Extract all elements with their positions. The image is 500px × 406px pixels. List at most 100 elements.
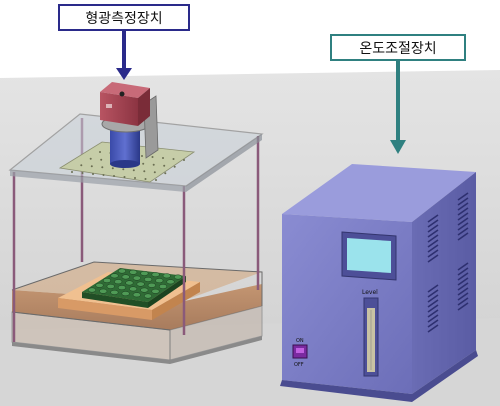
plate-well [95,282,104,288]
plate-well [143,293,153,299]
vent-slot [457,202,469,211]
vent-slot [457,292,469,301]
mount-hole [134,177,136,179]
plate-well [173,274,183,280]
power-switch [292,344,308,359]
plate-well [110,289,119,295]
fluorescence-apparatus [8,82,264,364]
camera [100,82,159,168]
mount-hole [89,157,92,160]
heating-block-front [58,298,152,320]
vent-slot [457,272,469,281]
vent-slot [457,302,469,311]
mount-hole [81,172,84,174]
heating-block-side [152,282,200,320]
mount-hole [132,169,135,172]
mount-hole [122,168,125,171]
vent-slot [457,297,469,306]
mount-hole [173,165,176,168]
plate-well [117,285,126,291]
plate-well [87,287,97,293]
unit-side [412,172,476,394]
mount-hole [172,158,175,160]
vent-slot [457,197,469,206]
mount-hole [123,176,126,178]
vent-slot [457,267,469,276]
vent-slot [427,234,439,243]
vent-slot [457,217,469,226]
vent-slot [427,304,439,313]
mount-hole [101,166,104,169]
mount-hole [99,151,101,153]
mount-hole [142,162,145,165]
tray-rim-front [11,311,171,331]
plate-well [140,287,149,293]
switch-on-label: ON [296,338,304,344]
mount-plate-holes [71,151,185,181]
tray-bottom-edge [12,336,262,364]
plate-well [132,292,141,298]
mount-hole [102,174,105,176]
plate-well [155,278,164,284]
mount-hole [92,173,94,175]
vent-slot [427,299,439,308]
mount-hole [111,167,114,170]
vent-slot [457,212,469,221]
vent-slot [457,227,469,236]
side-vents [427,192,469,333]
sample-plate [82,268,186,308]
plate-well [114,279,123,285]
vent-slot [427,309,439,318]
plate-well [140,270,149,276]
mount-hole [151,156,154,158]
mount-hole [155,179,157,181]
plate-well [110,273,119,279]
mount-hole [152,163,155,166]
vent-slot [427,224,439,233]
plate-well [125,280,134,286]
plate-well [129,269,138,275]
plate-well [158,284,168,289]
mount-hole [100,158,103,161]
tray-rim [11,261,263,306]
vent-slot [427,289,439,298]
mount-hole [71,171,73,173]
temperature-device-label: 온도조절장치 [330,34,466,61]
arrow-temperature-head [390,140,406,154]
level-gauge [363,297,379,377]
plate-well [147,282,156,288]
level-label-text: Level [362,289,378,296]
plate-well [121,274,130,280]
vent-slot [457,192,469,201]
mount-hole [90,165,93,168]
plate-well [151,272,160,278]
plate-well [162,273,171,279]
vent-slot [427,229,439,238]
vent-slot [427,244,439,253]
mount-hole [162,157,164,159]
plate-well [117,268,127,274]
unit-base [280,350,478,402]
fluorescence-device-label: 형광측정장치 [58,4,190,31]
mount-hole [143,170,146,173]
vent-slot [427,214,439,223]
vent-slot [457,207,469,216]
vent-slot [427,319,439,328]
mount-hole [113,175,115,177]
vent-slot [457,282,469,291]
temperature-control-unit [280,164,478,402]
mount-hole [163,164,166,167]
vent-slot [427,254,439,263]
top-glass-edge-side [186,134,262,192]
plate-well [99,288,108,294]
plate-well [136,281,145,287]
vent-slot [427,314,439,323]
plate-well [166,279,175,285]
vent-slot [457,287,469,296]
mount-hole [153,171,156,174]
vent-slot [457,262,469,271]
vent-slot [457,277,469,286]
display-panel [341,231,397,281]
vent-slot [427,324,439,333]
